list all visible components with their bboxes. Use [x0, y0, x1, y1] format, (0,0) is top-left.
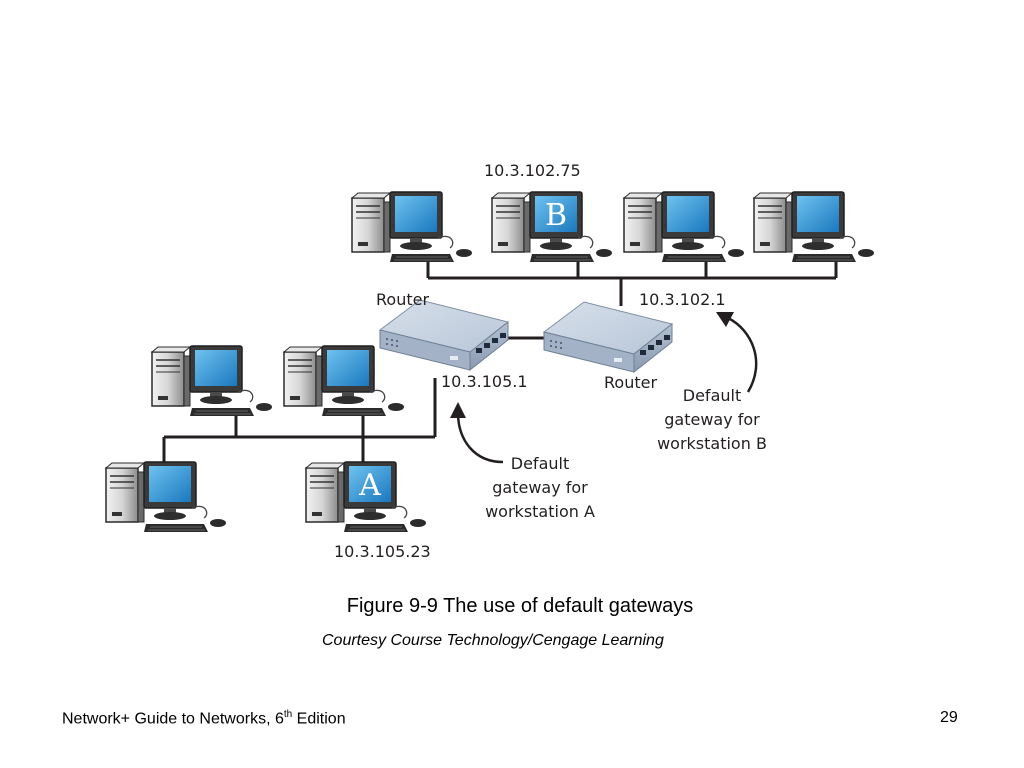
figure-caption: Figure 9-9 The use of default gateways — [346, 595, 694, 617]
note-b-line-2: gateway for — [664, 410, 760, 429]
note-a-line-2: gateway for — [492, 478, 588, 497]
ip-router-right: 10.3.102.1 — [639, 290, 726, 309]
footer-book-title: Network+ Guide to Networks, 6th Edition — [62, 709, 346, 728]
footer-title-sup: th — [283, 709, 293, 720]
network-lines — [162, 255, 838, 465]
ip-router-left: 10.3.105.1 — [441, 372, 528, 391]
router-right-label: Router — [604, 373, 658, 392]
workstation-top-4 — [753, 191, 875, 263]
router-left — [379, 299, 509, 371]
figure-credit: Courtesy Course Technology/Cengage Learn… — [322, 632, 664, 649]
workstation-bottom-1 — [105, 461, 227, 533]
note-b-line-1: Default — [682, 386, 742, 405]
footer-title-before: Network+ Guide to Networks, 6 — [62, 710, 284, 728]
workstation-top-1 — [351, 191, 473, 263]
arrow-gateway-a — [450, 402, 504, 464]
note-a-line-3: workstation A — [485, 502, 595, 521]
workstation-a-letter: A — [358, 468, 381, 503]
note-gateway-b: Default gateway for workstation B — [652, 384, 772, 456]
ip-workstation-a: 10.3.105.23 — [334, 542, 431, 561]
page-number: 29 — [940, 709, 958, 726]
router-left-label: Router — [376, 290, 430, 309]
footer-title-after: Edition — [292, 710, 346, 728]
note-gateway-a: Default gateway for workstation A — [478, 452, 602, 524]
workstation-mid-1 — [151, 345, 273, 417]
workstation-top-3 — [623, 191, 745, 263]
note-b-line-3: workstation B — [657, 434, 767, 453]
workstation-b-letter: B — [545, 198, 567, 233]
workstation-mid-2 — [283, 345, 405, 417]
note-a-line-1: Default — [510, 454, 570, 473]
arrow-gateway-b — [716, 312, 758, 393]
ip-workstation-b: 10.3.102.75 — [484, 161, 581, 180]
router-right — [543, 301, 673, 373]
